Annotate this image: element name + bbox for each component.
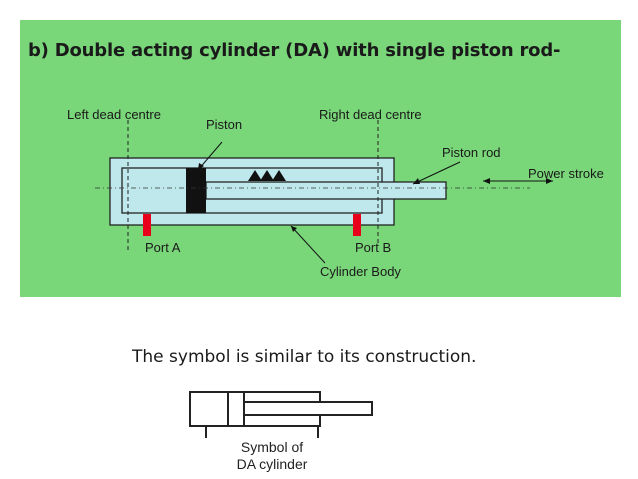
piston-label: Piston: [206, 117, 243, 132]
motion-triangle-icon: [260, 170, 274, 181]
port-a: [143, 214, 151, 236]
symbol-caption-line1: Symbol of: [240, 439, 304, 455]
port-b-label: Port B: [355, 240, 392, 255]
motion-triangle-icon: [248, 170, 262, 181]
piston-rod: [205, 181, 447, 200]
da-cylinder-symbol: [189, 391, 373, 438]
arrowhead-icon: [291, 226, 297, 232]
piston-rod-leader: [412, 161, 461, 185]
cylinder-body-label: Cylinder Body: [320, 264, 401, 279]
motion-triangle-icon: [272, 170, 286, 181]
power-stroke-label: Power stroke: [528, 166, 604, 181]
arrowhead-icon: [546, 178, 553, 184]
right-dead-centre-label: Right dead centre: [319, 107, 422, 122]
port-b: [353, 214, 361, 236]
port-a-label: Port A: [145, 240, 181, 255]
symbol-caption-line2: DA cylinder: [236, 456, 308, 472]
piston: [186, 168, 206, 213]
piston-rod-label: Piston rod: [442, 145, 501, 160]
cylinder-body-leader: [290, 225, 326, 264]
arrowhead-icon: [198, 163, 204, 170]
arrowhead-icon: [483, 178, 490, 184]
left-dead-centre-label: Left dead centre: [67, 107, 161, 122]
symbol-piston-rod: [243, 401, 373, 416]
slide-title: b) Double acting cylinder (DA) with sing…: [28, 40, 561, 61]
arrowhead-icon: [413, 178, 420, 184]
slide-caption: The symbol is similar to its constructio…: [132, 347, 477, 367]
